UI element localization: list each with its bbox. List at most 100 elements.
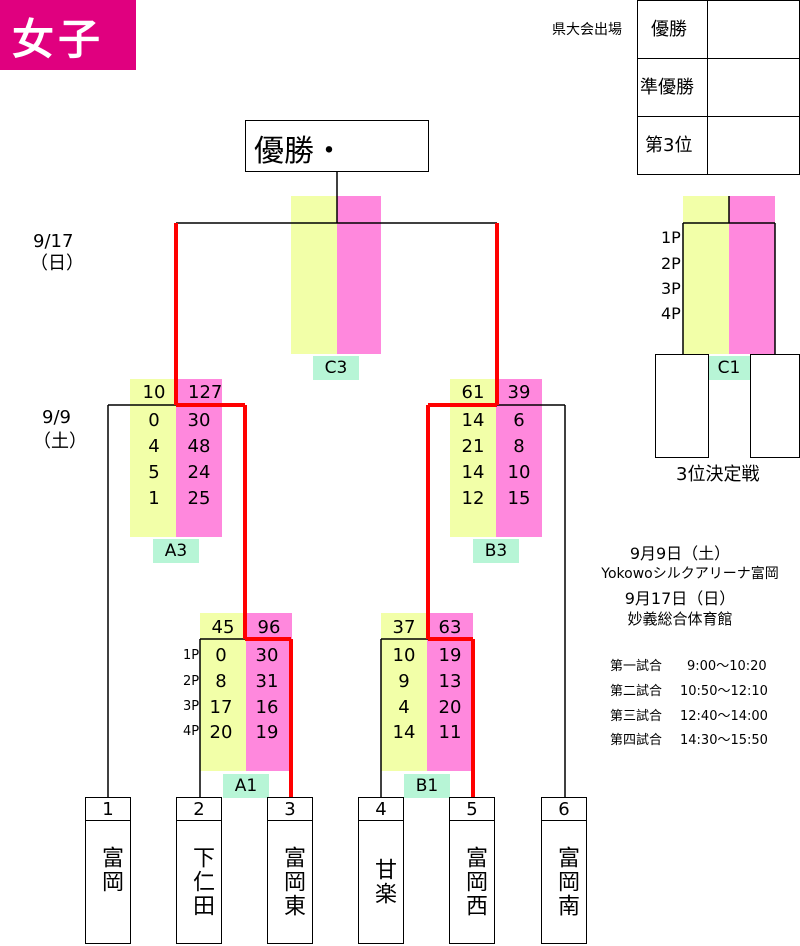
schedule-time-2: 10:50〜12:10: [680, 684, 768, 699]
team-name-3: 富岡東: [280, 846, 305, 918]
round-final-day: （日）: [30, 253, 84, 274]
b3-right-p1: 6: [513, 410, 525, 431]
a1-left-total: 45: [211, 617, 235, 638]
third-place-left-box: [655, 354, 709, 458]
match-code-a1: A1: [223, 774, 269, 798]
team-seed-6: 6: [558, 799, 570, 820]
round-semi-day: （土）: [33, 431, 87, 452]
a3-left-p1: 0: [148, 410, 160, 431]
results-row-third: 第3位: [645, 135, 693, 156]
a3-right-p1: 30: [187, 410, 211, 431]
a1-left-p2: 8: [215, 671, 227, 692]
team-seed-4: 4: [375, 799, 387, 820]
b3-right-total: 39: [507, 382, 531, 403]
team-name-2-box: [176, 820, 222, 944]
schedule-game-2: 第二試合: [610, 684, 663, 699]
champion-text: 優勝・: [254, 134, 344, 169]
a1-left-p4: 20: [209, 722, 233, 743]
venue-name1: Yokowoシルクアリーナ富岡: [601, 566, 779, 582]
b1-right-p4: 11: [438, 722, 462, 743]
b1-right-total: 63: [438, 617, 462, 638]
team-name-4-box: [358, 820, 404, 944]
team-name-2: 下仁田: [189, 846, 214, 918]
team-seed-2-box: [176, 797, 222, 821]
a1-right-p1: 30: [255, 645, 279, 666]
a3-left-total: 10: [142, 382, 166, 403]
match-code-b3: B3: [473, 539, 519, 563]
b3-right-p2: 8: [513, 436, 525, 457]
a3-right-p4: 25: [187, 488, 211, 509]
c1-period-4: 4P: [661, 304, 681, 323]
b1-left-p2: 9: [398, 671, 410, 692]
a1-right-p3: 16: [255, 697, 279, 718]
c1-period-2: 2P: [661, 254, 681, 273]
a1-period-3: 3P: [183, 699, 200, 714]
venue-date2: 9月17日（日）: [624, 589, 736, 608]
team-name-1-box: [85, 820, 131, 944]
results-row-winner: 優勝: [651, 19, 687, 40]
c1-period-3: 3P: [661, 279, 681, 298]
venue-date1: 9月9日（土）: [629, 544, 731, 563]
venue-name2: 妙義総合体育館: [627, 610, 733, 628]
a3-left-p2: 4: [148, 436, 160, 457]
schedule-game-3: 第三試合: [610, 709, 663, 724]
a1-period-2: 2P: [183, 674, 200, 689]
b3-right-p4: 15: [507, 488, 531, 509]
team-name-1: 富岡: [98, 846, 123, 894]
match-code-c3: C3: [313, 356, 359, 380]
category-tag: [0, 0, 136, 70]
b3-left-p4: 12: [461, 488, 485, 509]
team-seed-3: 3: [284, 799, 296, 820]
a3-right-p2: 48: [187, 436, 211, 457]
team-name-6: 富岡南: [554, 846, 579, 918]
round-semi-date: 9/9: [42, 407, 71, 428]
b1-left-p4: 14: [392, 722, 416, 743]
a3-left-p3: 5: [148, 462, 160, 483]
third-place-label: 3位決定戦: [676, 464, 760, 485]
a3-right-p3: 24: [187, 462, 211, 483]
b1-left-p1: 10: [392, 645, 416, 666]
schedule-game-4: 第四試合: [610, 733, 663, 748]
a1-left-p3: 17: [209, 697, 233, 718]
b3-left-p2: 21: [461, 436, 485, 457]
team-seed-6-box: [541, 797, 587, 821]
schedule-time-1: 9:00〜10:20: [687, 659, 767, 674]
match-code-a3: A3: [153, 539, 199, 563]
schedule-time-3: 12:40〜14:00: [680, 709, 768, 724]
schedule-game-1: 第一試合: [610, 659, 663, 674]
b1-right-p2: 13: [438, 671, 462, 692]
team-name-5-box: [449, 820, 495, 944]
results-header: 県大会出場: [552, 22, 622, 38]
team-name-4: 甘楽: [371, 858, 396, 906]
third-place-right-box: [750, 354, 800, 458]
team-seed-5: 5: [466, 799, 478, 820]
a3-right-total: 127: [188, 382, 223, 403]
category-tag-text: 女子: [12, 15, 105, 64]
b3-left-p1: 14: [461, 410, 485, 431]
a1-right-p2: 31: [255, 671, 279, 692]
b1-right-p3: 20: [438, 697, 462, 718]
team-name-3-box: [267, 820, 313, 944]
match-code-c1: C1: [706, 356, 752, 380]
champion-box: [245, 120, 429, 172]
team-name-5: 富岡西: [462, 846, 487, 918]
a1-right-total: 96: [257, 617, 281, 638]
c1-period-1: 1P: [661, 228, 681, 247]
a1-period-4: 4P: [183, 724, 200, 739]
b1-left-total: 37: [392, 617, 416, 638]
b3-left-p3: 14: [461, 462, 485, 483]
schedule-time-4: 14:30〜15:50: [680, 733, 768, 748]
a1-period-1: 1P: [183, 648, 200, 663]
results-row-runnerup: 準優勝: [640, 77, 694, 98]
a1-right-p4: 19: [255, 722, 279, 743]
match-code-b1: B1: [404, 774, 450, 798]
b1-right-p1: 19: [438, 645, 462, 666]
team-seed-4-box: [358, 797, 404, 821]
a1-left-p1: 0: [215, 645, 227, 666]
b1-left-p3: 4: [398, 697, 410, 718]
team-name-6-box: [541, 820, 587, 944]
team-seed-1: 1: [102, 799, 114, 820]
a3-left-p4: 1: [148, 488, 160, 509]
round-final-date: 9/17: [33, 231, 74, 252]
